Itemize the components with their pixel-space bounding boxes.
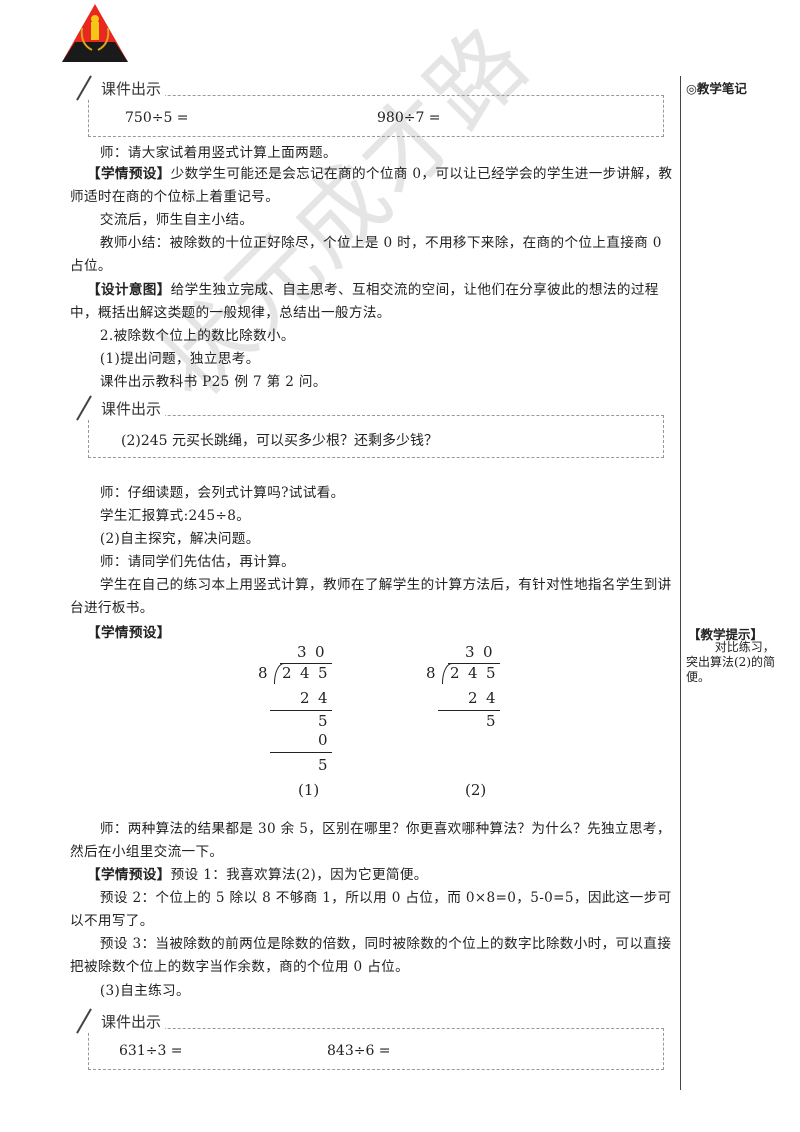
divisor: 8 xyxy=(426,664,436,682)
paragraph: (3)自主练习。 xyxy=(99,983,190,999)
paragraph: 学生汇报算式:245÷8。 xyxy=(99,508,251,524)
paragraph: (2)自主探究，解决问题。 xyxy=(99,531,260,547)
courseware-box: 课件出示 631÷3 = 843÷6 = xyxy=(76,1008,664,1070)
dividend-digit: 2 xyxy=(282,664,292,682)
paragraph: 师：请大家试着用竖式计算上面两题。 xyxy=(99,145,337,161)
quotient-digit: 3 xyxy=(465,643,475,661)
tip-title: 【教学提示】 xyxy=(688,627,764,642)
paragraph: 2.被除数个位上的数比除数小。 xyxy=(99,328,295,344)
equation: 980÷7 = xyxy=(377,110,441,126)
equation: 843÷6 = xyxy=(327,1043,391,1059)
courseware-box: 课件出示 (2)245 元买长跳绳，可以买多少根？还剩多少钱？ xyxy=(76,395,664,458)
word-problem: (2)245 元买长跳绳，可以买多少根？还剩多少钱？ xyxy=(121,433,439,449)
courseware-box: 课件出示 750÷5 = 980÷7 = xyxy=(76,75,664,137)
paragraph: 教师小结：被除数的十位正好除尽，个位上是 0 时，不用移下来除，在商的个位上直接… xyxy=(70,235,662,274)
dividend-digit: 4 xyxy=(468,664,478,682)
division-bracket xyxy=(442,663,453,684)
paragraph: 预设 2：个位上的 5 除以 8 不够商 1，所以用 0 占位，而 0×8=0，… xyxy=(70,890,672,929)
paragraph: 【学情预设】少数学生可能还是会忘记在商的个位商 0，可以让已经学会的学生进一步讲… xyxy=(70,166,673,205)
step-digit: 4 xyxy=(486,689,496,707)
dividend-digit: 5 xyxy=(486,664,496,682)
remainder: 5 xyxy=(486,712,496,730)
paragraph: 师：请同学们先估估，再计算。 xyxy=(99,554,296,570)
division-line xyxy=(438,710,500,711)
equation: 631÷3 = xyxy=(119,1043,183,1059)
division-line xyxy=(270,752,332,753)
paragraph: 【学情预设】 xyxy=(87,625,171,641)
step-digit: 0 xyxy=(318,731,328,749)
quotient-digit: 0 xyxy=(483,643,493,661)
dividend-digit: 2 xyxy=(450,664,460,682)
paragraph: 预设 3：当被除数的前两位是除数的倍数，同时被除数的个位上的数字比除数小时，可以… xyxy=(70,936,672,975)
step-digit: 4 xyxy=(318,689,328,707)
remainder: 5 xyxy=(318,756,328,774)
division-label: (1) xyxy=(298,781,320,799)
paragraph: 师：两种算法的结果都是 30 余 5，区别在哪里？你更喜欢哪种算法？为什么？先独… xyxy=(70,821,671,860)
remainder: 5 xyxy=(318,712,328,730)
notes-heading: ◎教学笔记 xyxy=(686,81,747,96)
logo-emblem xyxy=(62,4,128,62)
equation: 750÷5 = xyxy=(125,110,189,126)
step-digit: 2 xyxy=(300,689,310,707)
paragraph: 【学情预设】预设 1：我喜欢算法(2)，因为它更简便。 xyxy=(87,867,428,883)
division-label: (2) xyxy=(465,781,487,799)
division-bracket xyxy=(274,663,285,684)
quotient-digit: 3 xyxy=(297,643,307,661)
paragraph: 师：仔细读题，会列式计算吗?试试看。 xyxy=(99,485,345,501)
paragraph: 学生在自己的练习本上用竖式计算，教师在了解学生的计算方法后，有针对性地指名学生到… xyxy=(70,577,672,616)
divisor: 8 xyxy=(258,664,268,682)
tip-body: 对比练习，突出算法(2)的简便。 xyxy=(686,640,775,684)
paragraph: 交流后，师生自主小结。 xyxy=(99,212,254,228)
paragraph: 【设计意图】给学生独立完成、自主思考、互相交流的空间，让他们在分享彼此的想法的过… xyxy=(70,282,659,321)
courseware-label: 课件出示 xyxy=(76,1008,166,1037)
quotient-digit: 0 xyxy=(315,643,325,661)
courseware-label: 课件出示 xyxy=(76,395,166,424)
margin-divider xyxy=(680,76,681,1090)
step-digit: 2 xyxy=(468,689,478,707)
dividend-digit: 4 xyxy=(300,664,310,682)
paragraph: 课件出示教科书 P25 例 7 第 2 问。 xyxy=(99,374,327,390)
division-line xyxy=(270,710,332,711)
dividend-digit: 5 xyxy=(318,664,328,682)
courseware-label: 课件出示 xyxy=(76,75,166,104)
paragraph: (1)提出问题，独立思考。 xyxy=(99,351,260,367)
